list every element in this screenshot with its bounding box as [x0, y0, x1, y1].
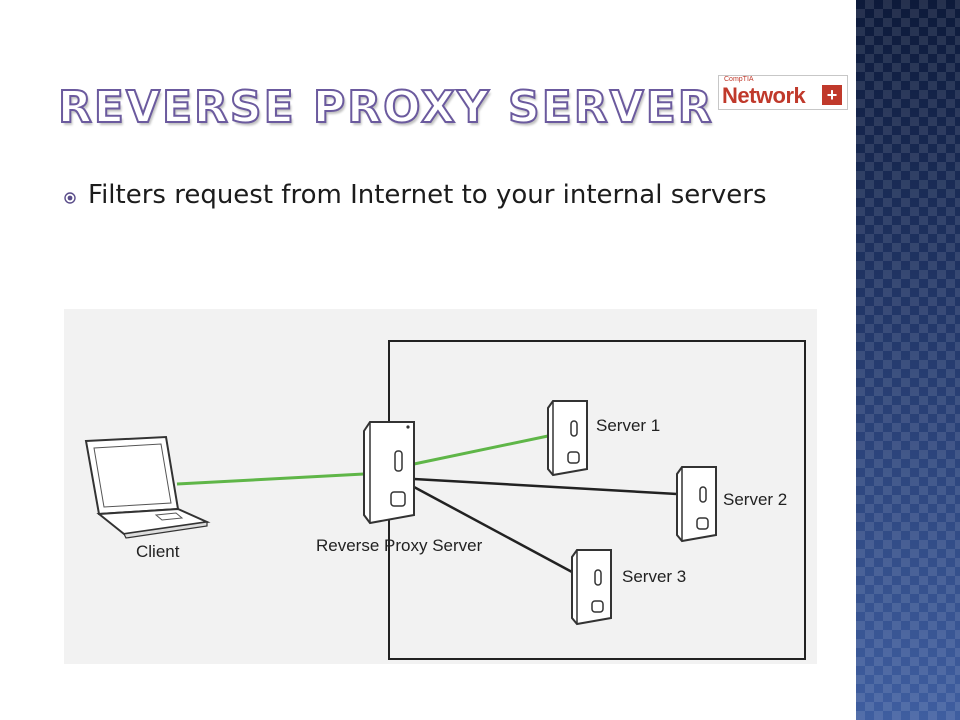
decorative-sidebar [856, 0, 960, 720]
proxy-server-icon [363, 421, 415, 525]
server3-icon [571, 549, 612, 626]
logo-plus-icon: + [822, 85, 842, 105]
reverse-proxy-diagram: Client Reverse Proxy Server Server 1 Ser… [64, 309, 817, 664]
bullet-text: Filters request from Internet to your in… [88, 180, 767, 210]
bullet-icon [64, 192, 76, 204]
proxy-to-server3-link [413, 485, 573, 574]
client-label: Client [136, 542, 180, 561]
laptop-icon [84, 435, 211, 539]
server1-label: Server 1 [596, 416, 660, 435]
server3-label: Server 3 [622, 567, 686, 586]
server1-icon [547, 400, 588, 477]
proxy-to-server2-link [413, 477, 678, 496]
logo-small-text: CompTIA [724, 76, 754, 83]
server2-label: Server 2 [723, 490, 787, 509]
network-plus-logo: CompTIA Network + [718, 75, 848, 111]
proxy-label: Reverse Proxy Server [316, 536, 483, 555]
slide-title: Reverse Proxy Server [57, 81, 714, 134]
client-to-proxy-link [176, 472, 365, 486]
server2-icon [676, 466, 717, 543]
logo-text: Network [722, 83, 806, 108]
diagram-canvas: Client Reverse Proxy Server Server 1 Ser… [84, 340, 806, 660]
proxy-to-server1-link [413, 434, 549, 466]
